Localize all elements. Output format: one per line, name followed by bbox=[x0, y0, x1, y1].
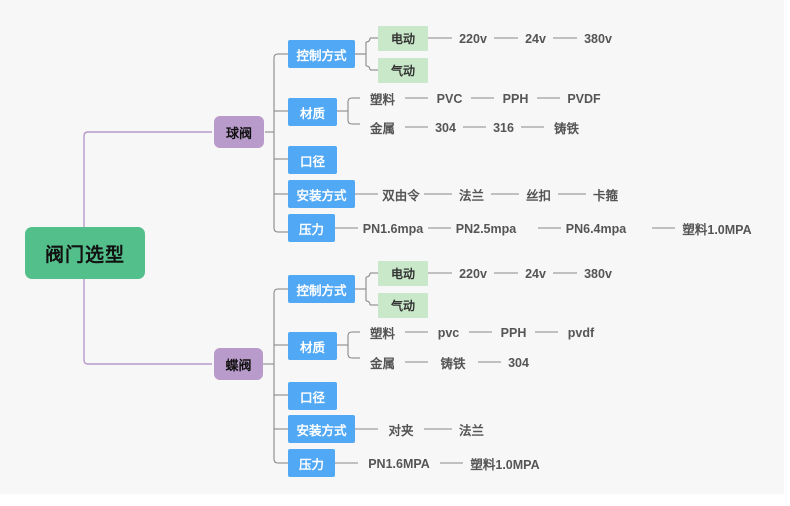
leaf-node-220v-ball[interactable]: 220v bbox=[459, 31, 487, 46]
leaf-node-pvdf-ball[interactable]: PVDF bbox=[567, 91, 601, 106]
leaf-node-pvdf-butterfly[interactable]: pvdf bbox=[567, 325, 595, 340]
leaf-node-cast-iron-ball[interactable]: 铸铁 bbox=[553, 122, 579, 136]
leaf-node-thread-ball[interactable]: 丝扣 bbox=[525, 189, 551, 203]
leaf-node-electric-ball[interactable]: 电动 bbox=[378, 26, 428, 51]
leaf-node-metal-butterfly[interactable]: 金属 bbox=[369, 357, 395, 371]
leaf-node-pn16-ball[interactable]: PN1.6mpa bbox=[362, 221, 424, 236]
leaf-node-pn16-butterfly[interactable]: PN1.6MPA bbox=[368, 456, 430, 471]
category-node-material-butterfly[interactable]: 材质 bbox=[288, 332, 337, 360]
leaf-node-380v-butterfly[interactable]: 380v bbox=[584, 266, 612, 281]
branch-node-butterfly-valve[interactable]: 蝶阀 bbox=[214, 348, 263, 380]
category-node-install-mode-ball[interactable]: 安装方式 bbox=[288, 180, 355, 208]
leaf-node-flange-butterfly[interactable]: 法兰 bbox=[458, 424, 484, 438]
leaf-node-plastic-ball[interactable]: 塑料 bbox=[369, 93, 395, 107]
leaf-node-clamp-ball[interactable]: 卡箍 bbox=[592, 189, 618, 203]
leaf-node-pneumatic-butterfly[interactable]: 气动 bbox=[378, 293, 428, 318]
leaf-node-pvc-ball[interactable]: PVC bbox=[436, 91, 463, 106]
category-node-material-ball[interactable]: 材质 bbox=[288, 98, 337, 126]
root-node[interactable]: 阀门选型 bbox=[25, 227, 145, 279]
category-node-caliber-butterfly[interactable]: 口径 bbox=[288, 382, 337, 410]
leaf-node-24v-butterfly[interactable]: 24v bbox=[525, 266, 546, 281]
category-node-caliber-ball[interactable]: 口径 bbox=[288, 146, 337, 174]
leaf-node-plastic10-ball[interactable]: 塑料1.0MPA bbox=[682, 223, 752, 237]
category-node-control-mode-butterfly[interactable]: 控制方式 bbox=[288, 275, 355, 303]
leaf-node-wafer-butterfly[interactable]: 对夹 bbox=[388, 424, 414, 438]
category-node-pressure-butterfly[interactable]: 压力 bbox=[288, 449, 335, 477]
leaf-node-plastic-butterfly[interactable]: 塑料 bbox=[369, 327, 395, 341]
leaf-node-pph-butterfly[interactable]: PPH bbox=[500, 325, 527, 340]
leaf-node-metal-ball[interactable]: 金属 bbox=[369, 122, 395, 136]
leaf-node-24v-ball[interactable]: 24v bbox=[525, 31, 546, 46]
leaf-node-double-union-ball[interactable]: 双由令 bbox=[382, 189, 420, 203]
leaf-node-304-butterfly[interactable]: 304 bbox=[508, 355, 529, 370]
leaf-node-cast-iron-butterfly[interactable]: 铸铁 bbox=[440, 357, 466, 371]
leaf-node-220v-butterfly[interactable]: 220v bbox=[459, 266, 487, 281]
leaf-node-pneumatic-ball[interactable]: 气动 bbox=[378, 58, 428, 83]
branch-node-ball-valve[interactable]: 球阀 bbox=[214, 116, 264, 148]
leaf-node-pph-ball[interactable]: PPH bbox=[502, 91, 529, 106]
category-node-install-mode-butterfly[interactable]: 安装方式 bbox=[288, 415, 355, 443]
leaf-node-304-ball[interactable]: 304 bbox=[435, 120, 456, 135]
leaf-node-316-ball[interactable]: 316 bbox=[493, 120, 514, 135]
leaf-node-plastic10-butterfly[interactable]: 塑料1.0MPA bbox=[470, 458, 540, 472]
leaf-node-pvc-butterfly[interactable]: pvc bbox=[437, 325, 460, 340]
leaf-node-electric-butterfly[interactable]: 电动 bbox=[378, 261, 428, 286]
category-node-control-mode-ball[interactable]: 控制方式 bbox=[288, 40, 355, 68]
leaf-node-flange-ball[interactable]: 法兰 bbox=[458, 189, 484, 203]
leaf-node-380v-ball[interactable]: 380v bbox=[584, 31, 612, 46]
leaf-node-pn25-ball[interactable]: PN2.5mpa bbox=[455, 221, 517, 236]
leaf-node-pn64-ball[interactable]: PN6.4mpa bbox=[565, 221, 627, 236]
category-node-pressure-ball[interactable]: 压力 bbox=[288, 214, 335, 242]
